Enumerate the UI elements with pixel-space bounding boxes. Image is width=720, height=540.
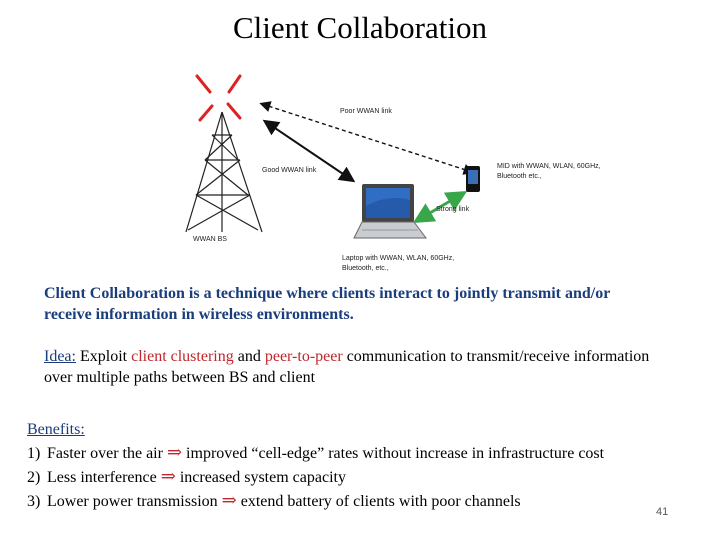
implies-arrow-icon: ⇒: [221, 490, 237, 510]
definition-text: Client Collaboration is a technique wher…: [44, 285, 611, 323]
idea-paragraph: Idea: Exploit client clustering and peer…: [44, 346, 664, 388]
benefit-item: 1) Faster over the air ⇒ improved “cell-e…: [27, 441, 707, 465]
implies-arrow-icon: ⇒: [166, 442, 183, 462]
slide-title: Client Collaboration: [233, 10, 487, 45]
idea-text-2: and: [233, 348, 265, 365]
poor-link-label: Poor WWAN link: [340, 108, 392, 115]
strong-link-label: Strong link: [436, 206, 470, 213]
idea-highlight-2: peer-to-peer: [264, 348, 343, 365]
benefit-item: 2) Less interference ⇒ increased system c…: [27, 465, 707, 489]
benefit-cause: Lower power transmission: [47, 493, 218, 510]
mid-label-line2: Bluetooth etc.,: [497, 173, 542, 180]
strong-link-arrow: [412, 190, 468, 224]
benefit-effect: increased system capacity: [179, 469, 346, 486]
page-number: 41: [656, 506, 669, 518]
poor-link-arrow: [259, 101, 475, 175]
idea-label: Idea:: [44, 348, 76, 365]
mid-label-line1: MID with WWAN, WLAN, 60GHz,: [497, 163, 601, 170]
benefit-item: 3) Lower power transmission ⇒ extend batt…: [27, 489, 707, 513]
good-link-arrow: [262, 119, 356, 183]
benefit-cause: Less interference: [47, 469, 157, 486]
idea-text-1: Exploit: [75, 348, 132, 365]
bs-label: WWAN BS: [193, 236, 227, 243]
benefit-number: 3): [27, 493, 41, 510]
wwan-tower-icon: [185, 111, 263, 233]
laptop-icon: [353, 184, 427, 239]
mid-label: MID with WWAN, WLAN, 60GHz, Bluetooth et…: [497, 162, 601, 182]
network-diagram: [185, 74, 480, 239]
antenna-signal-icon: [195, 74, 242, 122]
laptop-label-line2: Bluetooth, etc.,: [342, 265, 389, 272]
benefit-number: 1): [27, 445, 41, 462]
benefit-cause: Faster over the air: [47, 445, 163, 462]
idea-text-3: communication to transmit/receive inform…: [44, 348, 650, 386]
good-link-label: Good WWAN link: [262, 167, 317, 174]
laptop-label: Laptop with WWAN, WLAN, 60GHz, Bluetooth…: [342, 254, 454, 274]
benefit-number: 2): [27, 469, 41, 486]
benefit-effect: extend battery of clients with poor chan…: [240, 493, 521, 510]
implies-arrow-icon: ⇒: [160, 466, 176, 486]
laptop-label-line1: Laptop with WWAN, WLAN, 60GHz,: [342, 255, 455, 262]
benefits-heading: Benefits:: [27, 421, 85, 438]
idea-highlight-1: client clustering: [131, 348, 234, 365]
benefit-effect: improved “cell-edge” rates without incre…: [186, 445, 605, 462]
benefits-section: Benefits: 1) Faster over the air ⇒ improv…: [27, 419, 707, 513]
mobile-device-icon: [466, 166, 480, 192]
